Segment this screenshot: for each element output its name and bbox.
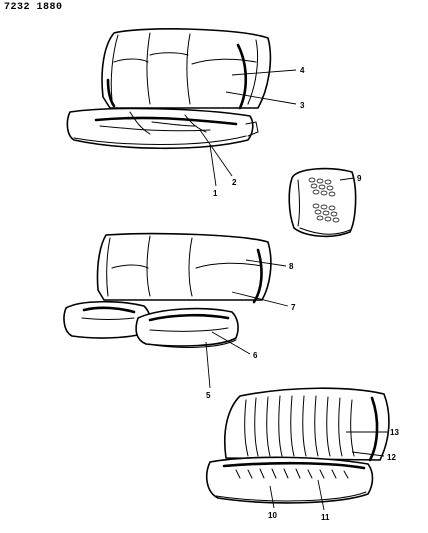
top-seat-back: [101, 28, 272, 109]
callout-3: 3: [300, 101, 305, 110]
callout-1: 1: [213, 189, 218, 198]
callout-9: 9: [357, 174, 362, 183]
seat-assembly-middle: [63, 232, 272, 348]
callout-numbers: 4 3 1 2 9 8 7 6 5 13 12 10 11: [206, 66, 399, 522]
callout-5: 5: [206, 391, 211, 400]
leader-lines: [199, 69, 388, 511]
headrest: [288, 167, 357, 238]
top-seat-cushion: [66, 107, 254, 150]
diagram-reference-code: 7232 1880: [4, 2, 63, 13]
bottom-seat-back: [223, 387, 390, 461]
seat-assembly-top: [66, 28, 272, 150]
callout-8: 8: [289, 262, 294, 271]
middle-seat-back: [96, 232, 272, 301]
callout-11: 11: [321, 513, 330, 522]
callout-4: 4: [300, 66, 305, 75]
callout-2: 2: [232, 178, 237, 187]
bottom-seat-cushion: [205, 456, 374, 504]
callout-13: 13: [390, 428, 399, 437]
callout-12: 12: [387, 453, 396, 462]
callout-6: 6: [253, 351, 258, 360]
seat-assembly-bottom: [205, 387, 390, 504]
callout-7: 7: [291, 303, 296, 312]
callout-10: 10: [268, 511, 277, 520]
